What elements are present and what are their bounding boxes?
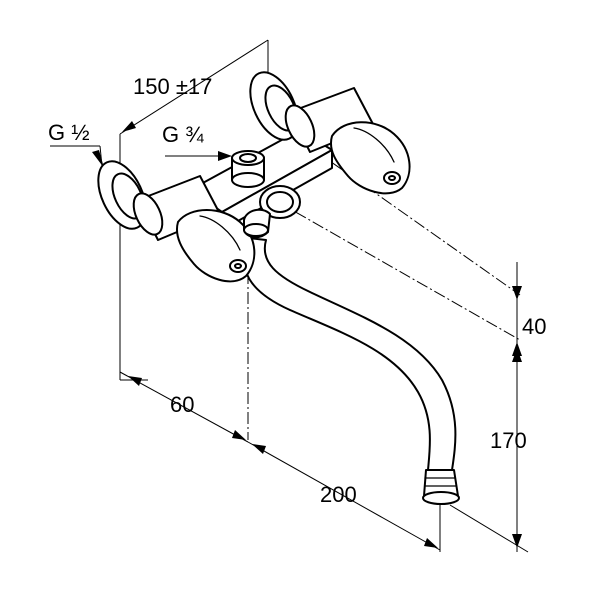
outlet-thread-label: G ¾ <box>162 122 204 147</box>
spout-outlet <box>422 469 460 505</box>
spout-reach-label: 200 <box>320 482 357 507</box>
right-valve <box>284 87 411 195</box>
wall-offset-label: 60 <box>170 392 194 417</box>
inlet-thread-label: G ½ <box>48 120 90 145</box>
thread-leaders <box>50 145 230 167</box>
center-distance-label: 150 ±17 <box>133 74 212 99</box>
spout-swivel <box>243 185 301 238</box>
left-valve <box>132 175 256 283</box>
top-outlet-connector <box>231 150 265 188</box>
dimension-arrows <box>92 121 522 548</box>
height-below-label: 170 <box>490 428 527 453</box>
faucet-body <box>97 71 460 505</box>
height-above-label: 40 <box>522 314 546 339</box>
